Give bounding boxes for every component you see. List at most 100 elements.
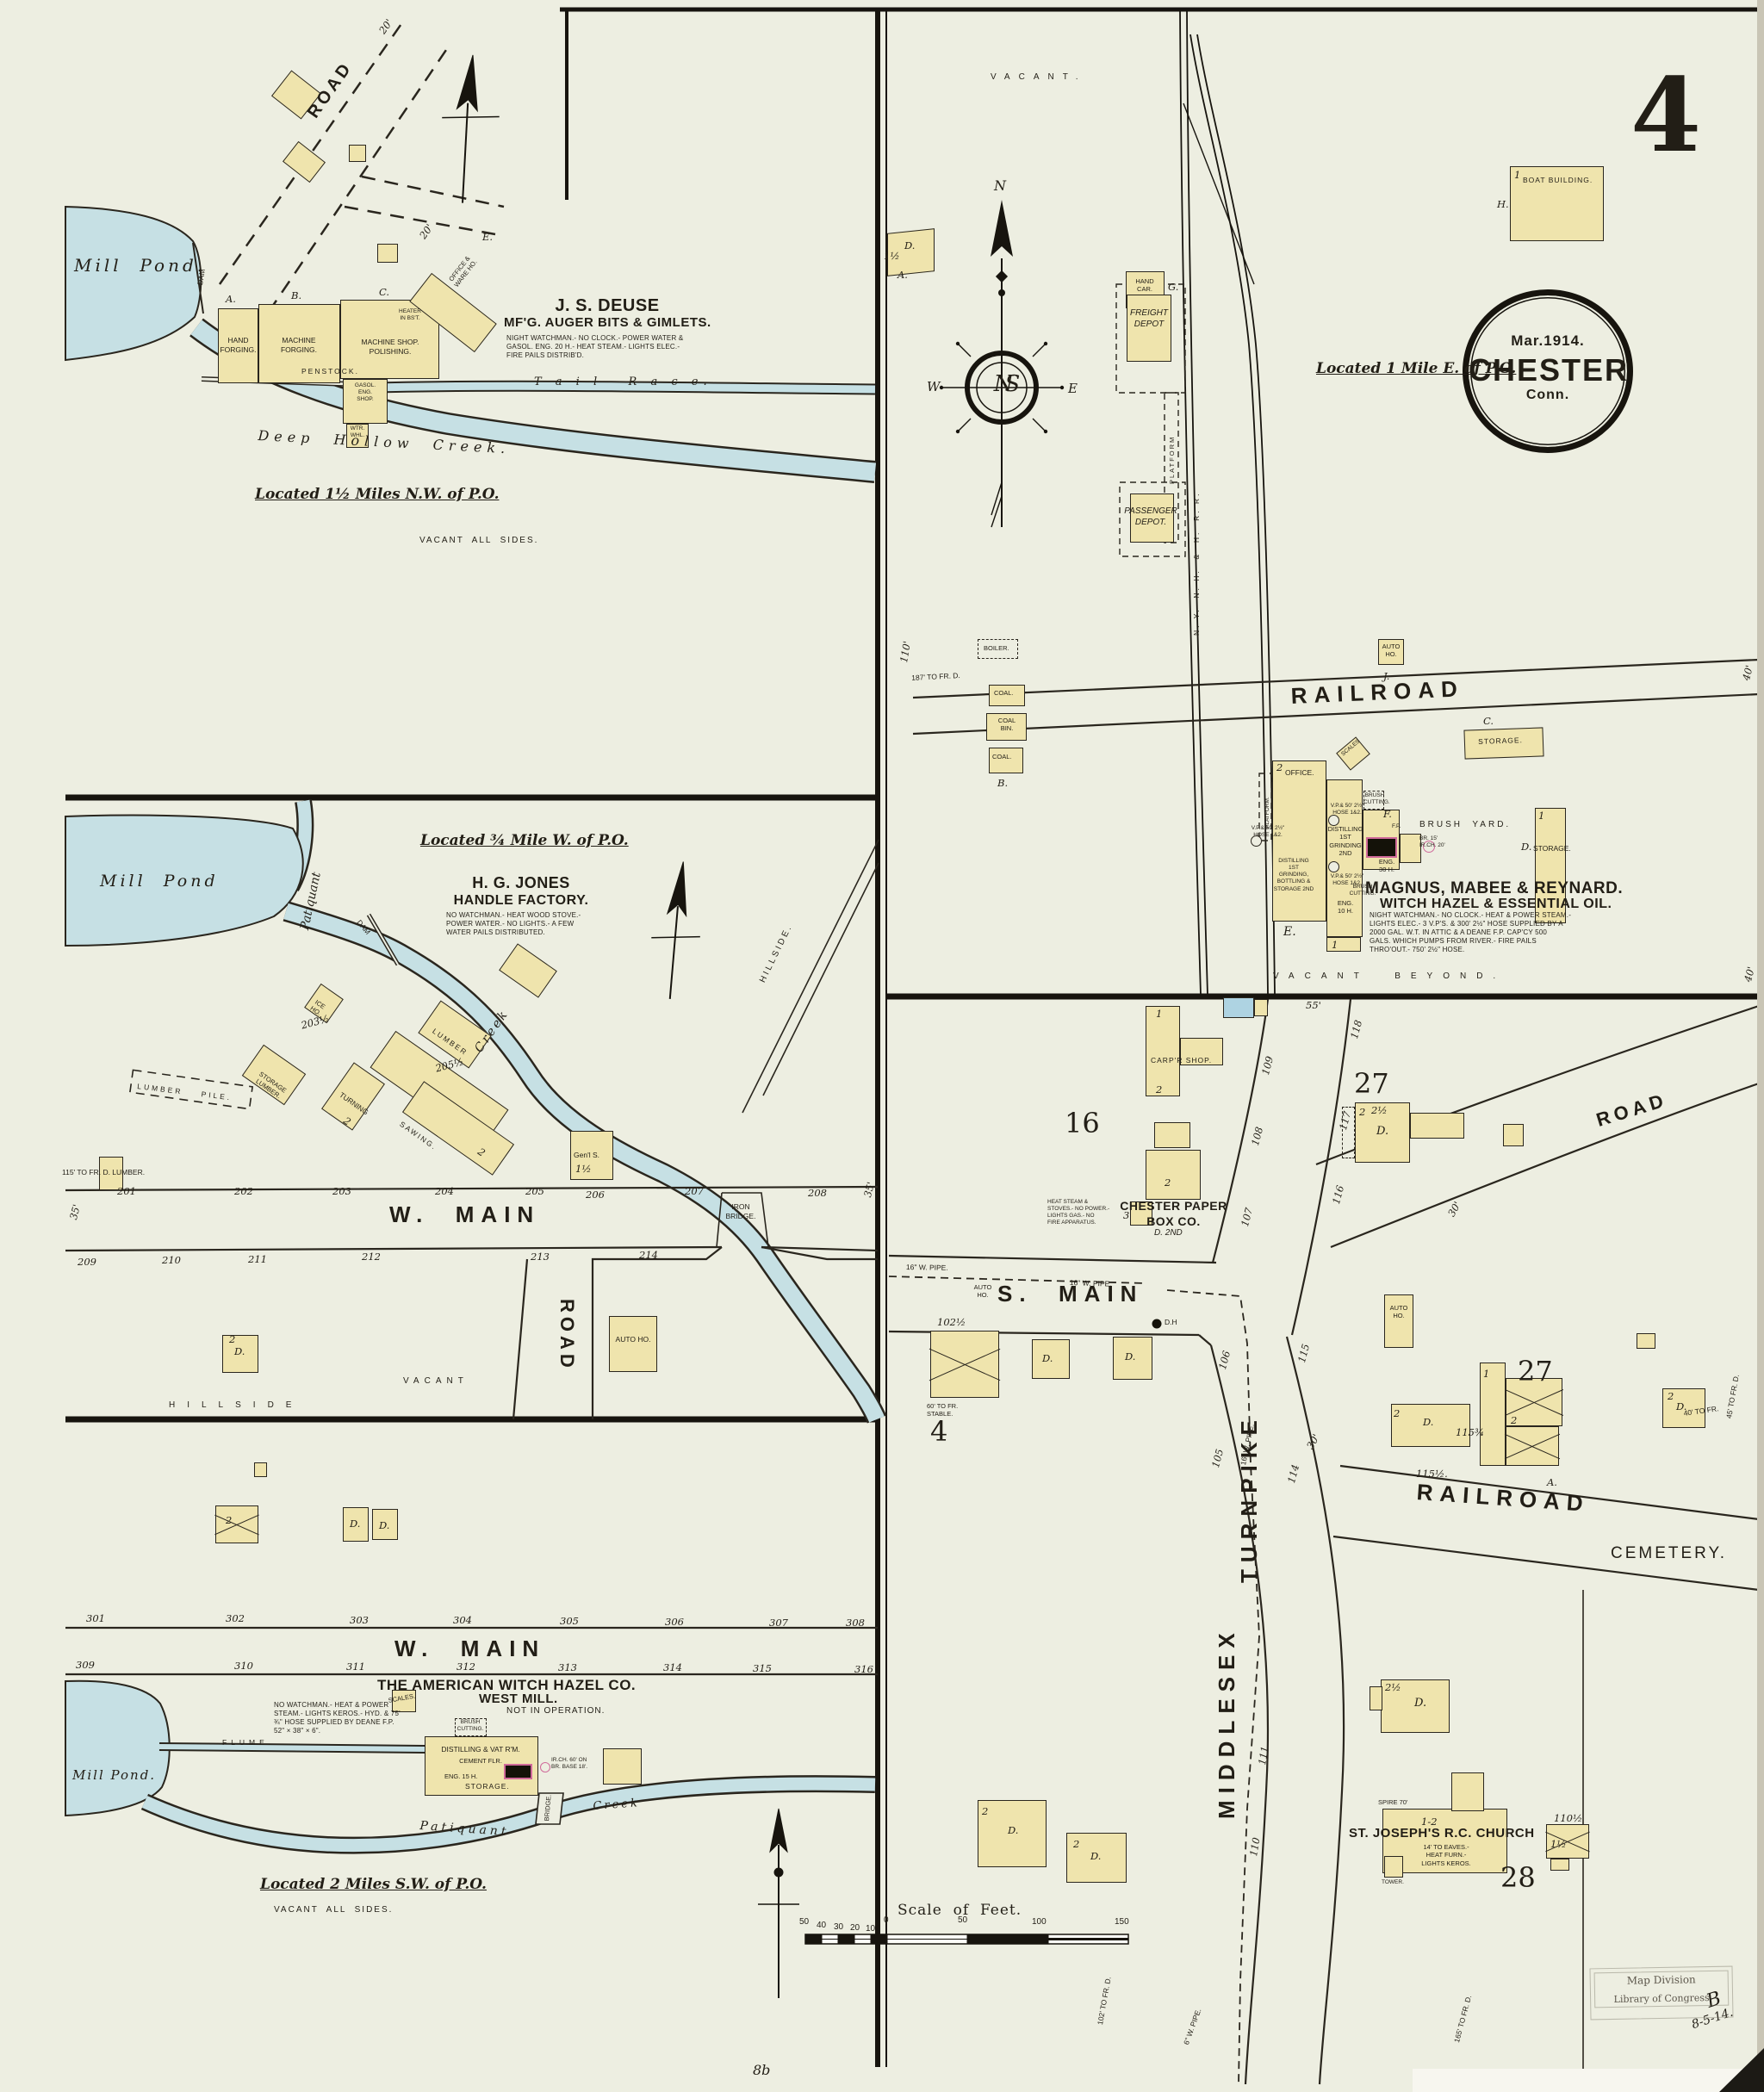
company-name: MAGNUS, MABEE & REYNARD.	[1365, 879, 1624, 897]
located-note: Located 1 Mile E. of P.O.	[1316, 360, 1517, 377]
church-name: ST. JOSEPH'S R.C. CHURCH	[1349, 1826, 1535, 1841]
building-label: DISTILLING & VAT R'M.	[441, 1745, 520, 1754]
lot-number: 316	[854, 1663, 873, 1675]
building-letter: A.	[1547, 1476, 1557, 1488]
building-gasoline-engine-shop	[343, 379, 388, 424]
lot-number: 315	[753, 1662, 772, 1674]
building-dwelling	[1355, 1102, 1410, 1163]
building-coal-bin	[986, 713, 1027, 741]
brush-yard-label: BRUSH YARD.	[1419, 820, 1512, 829]
railroad-company-label: N. Y. N. H. & H. R. R.	[1192, 491, 1201, 636]
building-dwelling	[1032, 1339, 1070, 1379]
company-note: NO WATCHMAN.- HEAT & POWER STEAM.- LIGHT…	[274, 1701, 401, 1735]
building-auto-house	[1378, 639, 1404, 665]
company-name: WEST MILL.	[479, 1692, 558, 1706]
story-marker: 1	[1514, 169, 1521, 181]
building-label: COAL.	[992, 753, 1012, 760]
building-label: BOILER.	[984, 644, 1009, 652]
lot-number: 307	[769, 1617, 788, 1629]
story-marker: 2	[1276, 761, 1283, 773]
tail-race-label: T a i l R a c e.	[534, 376, 712, 388]
building-label: Gen'l S.	[574, 1151, 599, 1159]
vacant-note: VACANT ALL SIDES.	[274, 1905, 394, 1915]
title-city: CHESTER	[1469, 352, 1630, 388]
story-marker: 1½	[1550, 1838, 1567, 1850]
building-passenger-depot	[1130, 494, 1174, 543]
chimney-note: IR.CH. 60' ON BR. BASE 18'.	[551, 1757, 588, 1771]
building-freight-depot	[1127, 295, 1171, 362]
block-number: 28	[1500, 1861, 1536, 1894]
building-auto-house	[1384, 1294, 1413, 1348]
distance-note: 60' TO FR. STABLE.	[927, 1402, 959, 1418]
company-note: NIGHT WATCHMAN.- NO CLOCK.- HEAT & POWER…	[1370, 911, 1572, 953]
stamp-line2: Library of Congress	[1613, 1992, 1710, 2005]
heater-label: HEATER IN BS'T.	[399, 308, 421, 322]
block-number: 27	[1518, 1355, 1553, 1387]
lot-number: 207	[685, 1185, 704, 1197]
scale-tick: 20	[850, 1923, 860, 1933]
building-label: CARP'R SHOP.	[1151, 1056, 1213, 1065]
building-label: FREIGHT DEPOT	[1130, 308, 1168, 329]
dwelling-label: D.	[1008, 1824, 1019, 1836]
building-shed	[377, 244, 398, 263]
building-letter: F.	[1383, 808, 1392, 820]
building-letter: J.	[1383, 670, 1390, 682]
platform-label: PLATFORM.	[1264, 797, 1270, 829]
vertical-pipe-symbol	[1328, 861, 1339, 872]
vacant-note: VACANT.	[991, 72, 1087, 82]
building-label: AUTO HO.	[1389, 1304, 1408, 1320]
scan-edge	[1757, 0, 1764, 2092]
vacant-note: VACANT ALL SIDES.	[419, 536, 539, 545]
dwelling-label: D.	[1125, 1350, 1136, 1363]
vertical-pipe-symbol	[1251, 835, 1262, 847]
dwelling-label: D.	[379, 1519, 390, 1531]
building-dwelling-wing	[1410, 1113, 1464, 1139]
stamp-line1: Map Division	[1626, 1973, 1696, 1987]
lot-number: 311	[346, 1661, 365, 1673]
story-marker: 2	[1359, 1106, 1366, 1118]
lot-number: 309	[76, 1659, 95, 1671]
scale-tick: 30	[834, 1922, 844, 1932]
bridge-label: IRON BRIDGE.	[725, 1202, 756, 1220]
panel-borders	[65, 7, 1759, 2067]
building-label: ENG. 15 H.	[444, 1772, 478, 1780]
building-label: PASSENGER DEPOT.	[1124, 506, 1177, 527]
story-marker: 1	[1156, 1008, 1163, 1020]
building-letter: B.	[291, 289, 302, 301]
vertical-pipe-symbol	[1328, 815, 1339, 826]
lot-number: 213	[531, 1251, 550, 1263]
jones-streets	[65, 839, 879, 1420]
building-coal	[989, 748, 1023, 773]
scale-tick: 10	[866, 1924, 876, 1934]
building-lumber-office	[99, 1157, 123, 1190]
building-label: HAND FORGING.	[220, 336, 257, 354]
building-stable	[930, 1331, 999, 1398]
building-label: COAL BIN.	[997, 717, 1016, 733]
building-paper-box-north	[1154, 1122, 1190, 1148]
building-label: CEMENT FLR.	[459, 1757, 502, 1765]
iron-chimney-symbol	[540, 1762, 550, 1772]
street-name: S. MAIN	[997, 1281, 1144, 1307]
block-number: 16	[1065, 1107, 1100, 1139]
mill-pond-label: Mill Pond	[100, 872, 219, 891]
building-carpenter-shop-wing	[1180, 1038, 1223, 1065]
iron-chimney-symbol	[1423, 841, 1435, 853]
story-marker: 1	[1483, 1368, 1490, 1380]
scale-tick: 0	[884, 1915, 889, 1925]
scale-tick: 50	[958, 1915, 968, 1925]
located-note: Located ¾ Mile W. of P.O.	[420, 832, 629, 849]
boiler-symbol	[504, 1764, 532, 1779]
scale-tick: 40	[817, 1921, 827, 1930]
building-letter: A.	[898, 269, 908, 281]
story-marker: 2	[1511, 1414, 1518, 1426]
fire-pump-label: F.P.	[1392, 823, 1401, 829]
dwelling-label: D.	[904, 239, 916, 251]
building-stone	[1223, 997, 1254, 1018]
lot-number: 206	[586, 1189, 605, 1201]
building-water-wheel	[346, 424, 369, 448]
building-shed	[1254, 999, 1268, 1016]
lot-number: 301	[86, 1612, 105, 1624]
building-machine-shop	[340, 300, 439, 379]
story-marker: 2	[229, 1333, 236, 1345]
